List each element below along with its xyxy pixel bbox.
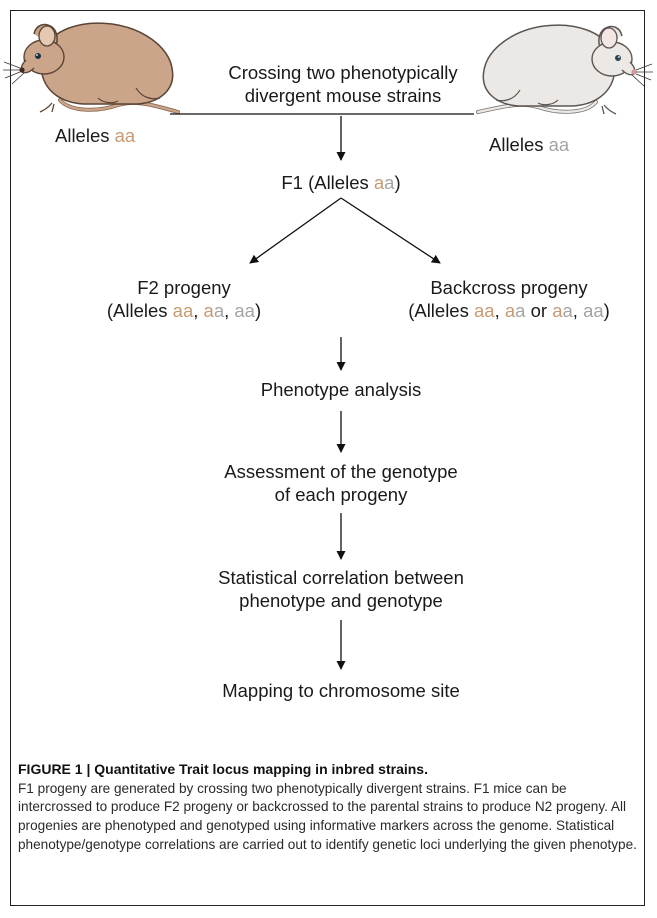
backcross-allele-3: aa [552, 300, 573, 321]
f2-sep-1: , [193, 300, 204, 321]
f1-label: F1 (Alleles aa) [241, 171, 441, 194]
arrow-f1-to-backcross [340, 197, 441, 264]
backcross-allele-1: aa [474, 300, 495, 321]
caption-title: FIGURE 1 | Quantitative Trait locus mapp… [18, 761, 428, 777]
genotype-line-1: Assessment of the genotype [224, 461, 458, 482]
genotype-line-2: of each progeny [274, 484, 408, 505]
white-mouse-illustration [476, 24, 653, 115]
brown-mouse-illustration [3, 22, 180, 114]
f2-title: F2 progeny [137, 277, 231, 298]
f1-prefix: F1 (Alleles [281, 172, 374, 193]
backcross-or: or [525, 300, 553, 321]
left-alleles-value: aa [114, 125, 136, 146]
f2-allele-3: aa [234, 300, 255, 321]
genotype-assessment-label: Assessment of the genotype of each proge… [171, 460, 511, 506]
backcross-allele-4: aa [583, 300, 604, 321]
right-alleles-value: aa [548, 134, 570, 155]
figure-caption: FIGURE 1 | Quantitative Trait locus mapp… [18, 760, 638, 855]
correlation-line-1: Statistical correlation between [218, 567, 464, 588]
backcross-title: Backcross progeny [430, 277, 588, 298]
figure-frame [10, 10, 645, 906]
left-alleles-prefix: Alleles [55, 125, 115, 146]
f2-progeny-label: F2 progeny (Alleles aa, aa, aa) [44, 276, 324, 322]
correlation-line-2: phenotype and genotype [239, 590, 443, 611]
f2-allele-2: aa [203, 300, 225, 321]
f2-close: ) [254, 300, 262, 321]
arrow-f1-to-f2 [249, 197, 342, 264]
mapping-label: Mapping to chromosome site [222, 680, 460, 701]
f1-suffix: ) [394, 172, 401, 193]
backcross-close: ) [603, 300, 610, 321]
backcross-allele-2: aa [504, 300, 526, 321]
backcross-sep-2: , [572, 300, 584, 321]
statistical-correlation-label: Statistical correlation between phenotyp… [161, 566, 521, 612]
left-parent-alleles: Alleles aa [55, 124, 135, 147]
f2-open: (Alleles [106, 300, 173, 321]
f2-alleles: (Alleles aa, aa, aa) [44, 299, 324, 322]
backcross-progeny-label: Backcross progeny (Alleles aa, aa or aa,… [374, 276, 644, 322]
crossing-line-2: divergent mouse strains [244, 85, 442, 106]
right-parent-alleles: Alleles aa [489, 133, 569, 156]
crossing-step-label: Crossing two phenotypically divergent mo… [183, 61, 503, 107]
backcross-alleles: (Alleles aa, aa or aa, aa) [374, 299, 644, 322]
f1-allele-b: a [384, 172, 395, 193]
backcross-sep-1: , [494, 300, 505, 321]
f2-sep-2: , [224, 300, 235, 321]
caption-body: F1 progeny are generated by crossing two… [18, 780, 637, 852]
f2-allele-1: aa [172, 300, 194, 321]
f1-allele-a: a [373, 172, 385, 193]
phenotype-analysis-label: Phenotype analysis [260, 379, 422, 400]
backcross-open: (Alleles [408, 300, 474, 321]
crossing-line-1: Crossing two phenotypically [228, 62, 458, 83]
right-alleles-prefix: Alleles [489, 134, 549, 155]
